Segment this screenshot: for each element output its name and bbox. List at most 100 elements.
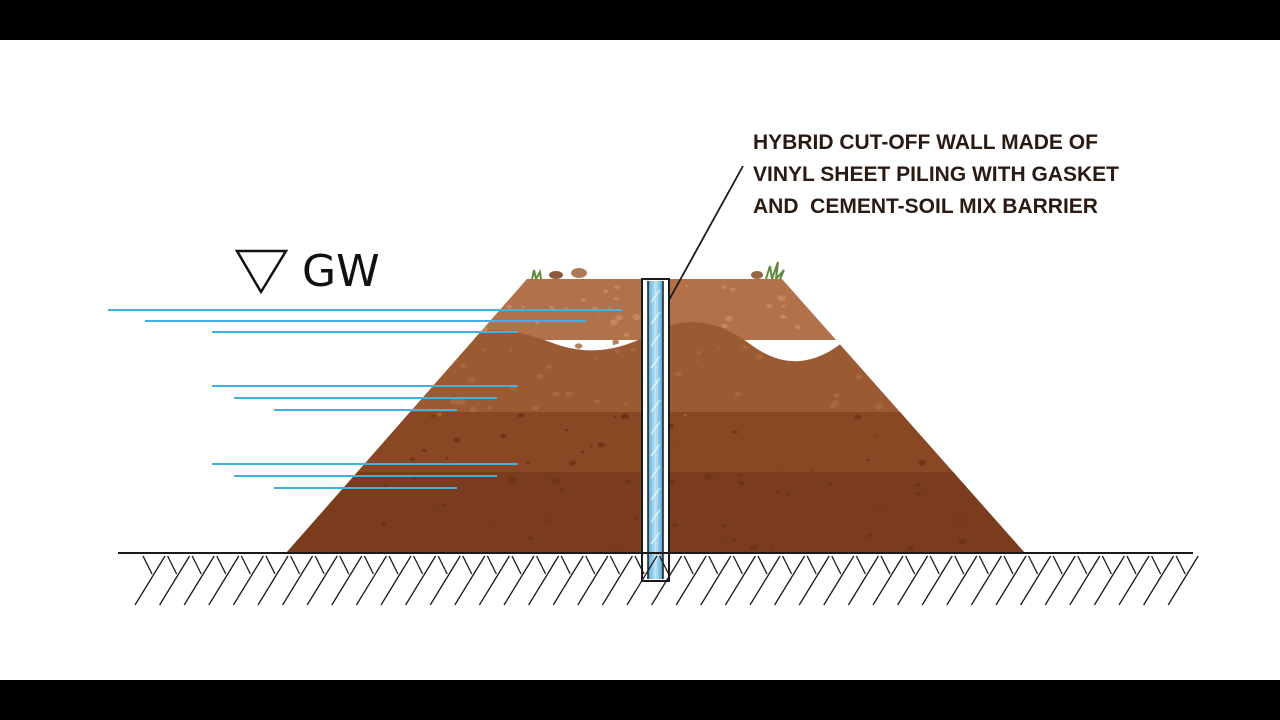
hatch-tick: [560, 555, 571, 575]
hatch-stroke: [921, 555, 953, 606]
hatch-tick: [659, 555, 670, 575]
hatch-stroke: [331, 555, 363, 606]
pebble: [721, 285, 727, 290]
hatch-tick: [831, 555, 842, 575]
pebble: [738, 481, 745, 486]
hatch-tick: [290, 555, 301, 575]
wall-glint: [650, 531, 661, 545]
pebble: [559, 424, 562, 426]
pebble: [855, 374, 863, 380]
pebble: [517, 413, 525, 418]
pebble: [865, 458, 870, 462]
wall-glint: [650, 421, 661, 435]
hatch-tick: [1028, 555, 1039, 575]
hatch-tick: [782, 555, 793, 575]
pebble: [469, 406, 477, 412]
pebble: [445, 456, 450, 460]
pebble: [785, 493, 790, 496]
pebble: [456, 398, 466, 405]
surface-stone: [751, 271, 763, 279]
hatch-stroke: [454, 555, 486, 606]
pebble: [672, 523, 678, 527]
pebble: [614, 349, 621, 354]
hatch-stroke: [478, 555, 510, 606]
hatch-stroke: [651, 555, 683, 606]
hatch-tick: [954, 555, 965, 575]
pebble: [521, 305, 525, 309]
pebble: [506, 304, 512, 309]
letterbox-bottom: [0, 680, 1280, 720]
hatch-stroke: [823, 555, 855, 606]
hatch-tick: [683, 555, 694, 575]
hatch-stroke: [355, 555, 387, 606]
pebble: [547, 519, 552, 522]
pebble: [721, 535, 725, 538]
pebble: [590, 445, 593, 448]
hatch-tick: [142, 555, 153, 575]
pebble: [568, 460, 577, 466]
pebble: [430, 414, 435, 418]
hatch-tick: [216, 555, 227, 575]
pebble: [546, 364, 553, 369]
pebble: [551, 477, 561, 484]
gw-label: GW: [302, 246, 380, 297]
hatch-stroke: [1118, 555, 1150, 606]
pebble: [381, 521, 387, 526]
grass-tuft-icon: [765, 261, 785, 280]
pebble: [452, 437, 460, 443]
hatch-tick: [585, 555, 596, 575]
pebble: [623, 333, 629, 338]
pebble: [867, 534, 873, 538]
hatch-stroke: [872, 555, 904, 606]
pebble: [492, 521, 496, 524]
pebble: [612, 339, 620, 345]
hatch-tick: [486, 555, 497, 575]
grass-tuft-icon: [531, 268, 542, 280]
hatch-stroke: [995, 555, 1027, 606]
hatch-stroke: [970, 555, 1002, 606]
pebble: [874, 435, 877, 437]
pebble: [437, 412, 442, 416]
hatch-stroke: [528, 555, 560, 606]
hatch-tick: [1101, 555, 1112, 575]
hatch-tick: [511, 555, 522, 575]
pebble: [794, 325, 801, 330]
wall-glint: [650, 509, 661, 523]
pebble: [675, 371, 682, 376]
hatch-stroke: [503, 555, 535, 606]
hatch-tick: [757, 555, 768, 575]
pebble: [721, 523, 727, 528]
pebble: [717, 346, 721, 349]
pebble: [832, 400, 840, 406]
pebble: [833, 393, 840, 398]
hatch-stroke: [626, 555, 658, 606]
wall-glint: [650, 487, 661, 501]
hatch-tick: [1151, 555, 1162, 575]
hatch-stroke: [552, 555, 584, 606]
pebble: [775, 490, 779, 493]
pebble: [906, 546, 914, 552]
hatch-tick: [437, 555, 448, 575]
pebble: [594, 356, 599, 360]
pebble: [750, 544, 758, 550]
surface-stone: [571, 268, 587, 278]
hatch-stroke: [847, 555, 879, 606]
pebble: [574, 343, 583, 349]
wall-glint: [650, 355, 661, 369]
ground-hatching: [134, 555, 1199, 606]
hatch-tick: [191, 555, 202, 575]
pebble: [811, 469, 815, 472]
hatch-stroke: [749, 555, 781, 606]
wall-glint: [650, 443, 661, 457]
wall-glint: [650, 333, 661, 347]
pebble: [769, 546, 773, 549]
hatch-tick: [609, 555, 620, 575]
pebble: [625, 479, 632, 484]
pebble: [459, 363, 466, 368]
hatch-stroke: [134, 555, 166, 606]
wall-glint: [650, 311, 661, 325]
pebble: [734, 392, 742, 397]
pebble: [779, 314, 787, 320]
pebble: [615, 315, 623, 321]
hatch-stroke: [306, 555, 338, 606]
